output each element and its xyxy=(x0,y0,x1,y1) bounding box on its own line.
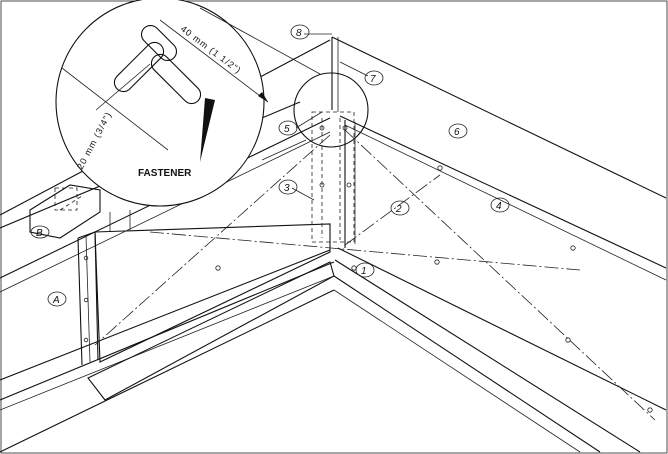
svg-text:A: A xyxy=(52,295,60,306)
callout-2: 2 xyxy=(390,200,410,216)
wall-flashing-panel xyxy=(77,210,335,401)
svg-text:1: 1 xyxy=(361,266,367,277)
fastener-slots xyxy=(113,24,202,105)
svg-text:3: 3 xyxy=(284,183,290,194)
svg-text:6: 6 xyxy=(454,127,460,138)
svg-text:8: 8 xyxy=(296,28,302,39)
callout-3: 3 xyxy=(278,179,298,195)
callout-leaders xyxy=(291,33,369,201)
svg-text:2: 2 xyxy=(395,204,402,215)
detail-view xyxy=(55,0,369,207)
callout-6: 6 xyxy=(448,123,468,139)
center-lines xyxy=(94,129,656,421)
svg-text:5: 5 xyxy=(284,124,290,135)
callout-b: B xyxy=(30,225,50,239)
hip-flashing-hidden xyxy=(311,111,355,243)
svg-text:B: B xyxy=(36,228,43,239)
left-roof-slope xyxy=(0,39,335,453)
callout-5: 5 xyxy=(278,120,298,136)
right-roof-slope xyxy=(331,36,667,453)
fastener-label: FASTENER xyxy=(138,168,192,179)
callout-1: 1 xyxy=(355,262,375,278)
fasteners xyxy=(83,125,653,413)
svg-text:4: 4 xyxy=(496,201,502,212)
callout-4: 4 xyxy=(490,197,510,213)
svg-text:7: 7 xyxy=(370,74,376,85)
callout-8: 8 xyxy=(290,24,310,40)
callout-7: 7 xyxy=(364,70,384,86)
left-box xyxy=(29,184,101,239)
callout-a: A xyxy=(47,291,67,307)
